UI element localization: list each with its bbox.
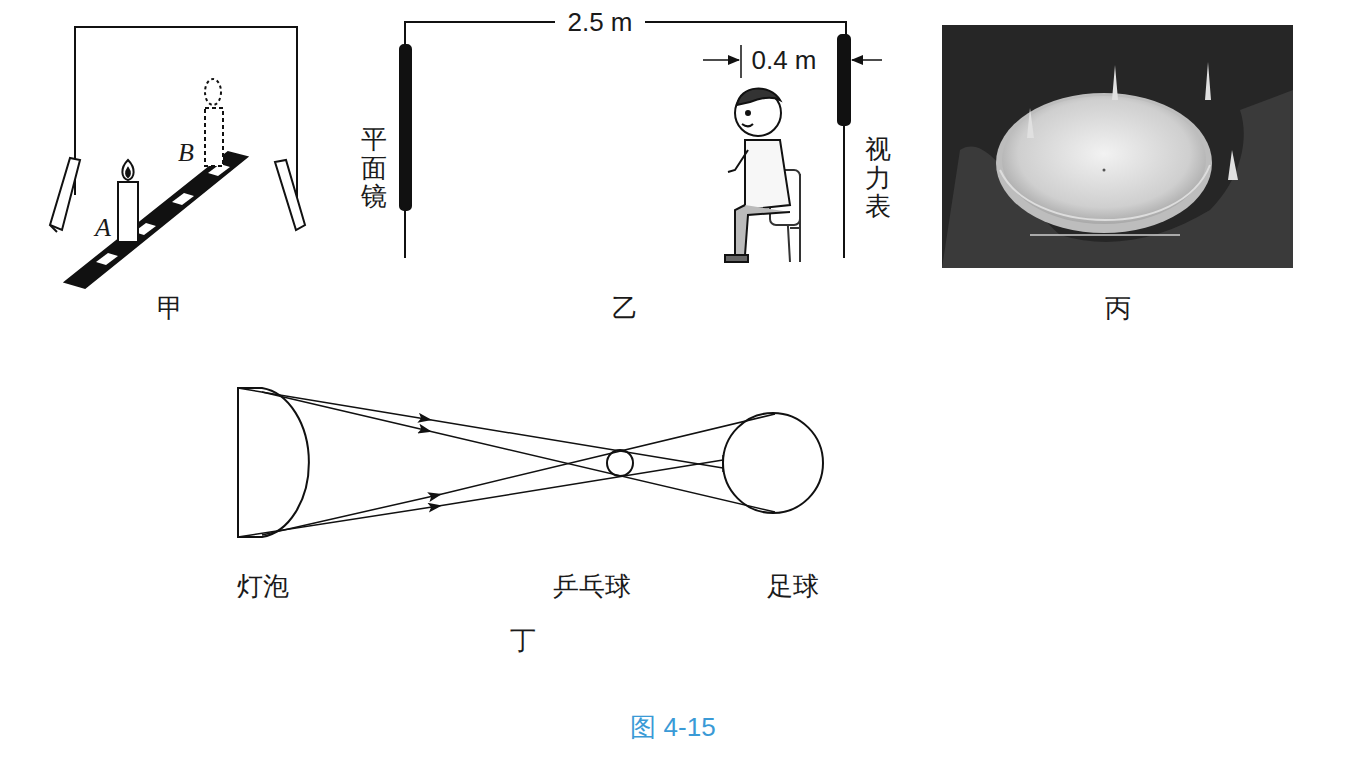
eye-test-setup bbox=[400, 22, 882, 262]
point-label: B bbox=[178, 139, 194, 168]
shadow-diagram bbox=[238, 388, 823, 537]
part-label: 平面镜 bbox=[361, 125, 387, 211]
mirror-experiment bbox=[50, 27, 305, 288]
panel-label: 乙 bbox=[612, 294, 638, 323]
dimension-label: 2.5 m bbox=[564, 8, 635, 37]
panel-label: 甲 bbox=[157, 294, 183, 323]
telescope-photo bbox=[942, 25, 1293, 268]
figure-caption: 图 4-15 bbox=[630, 710, 715, 745]
part-label: 足球 bbox=[767, 572, 819, 601]
point-label: A bbox=[95, 214, 111, 243]
panel-label: 丙 bbox=[1105, 294, 1131, 323]
part-label: 灯泡 bbox=[237, 572, 289, 601]
panel-label: 丁 bbox=[510, 626, 536, 655]
part-label: 视力表 bbox=[865, 135, 891, 221]
part-label: 乒乓球 bbox=[553, 572, 631, 601]
dimension-label: 0.4 m bbox=[748, 46, 819, 75]
child-figure bbox=[725, 89, 800, 262]
